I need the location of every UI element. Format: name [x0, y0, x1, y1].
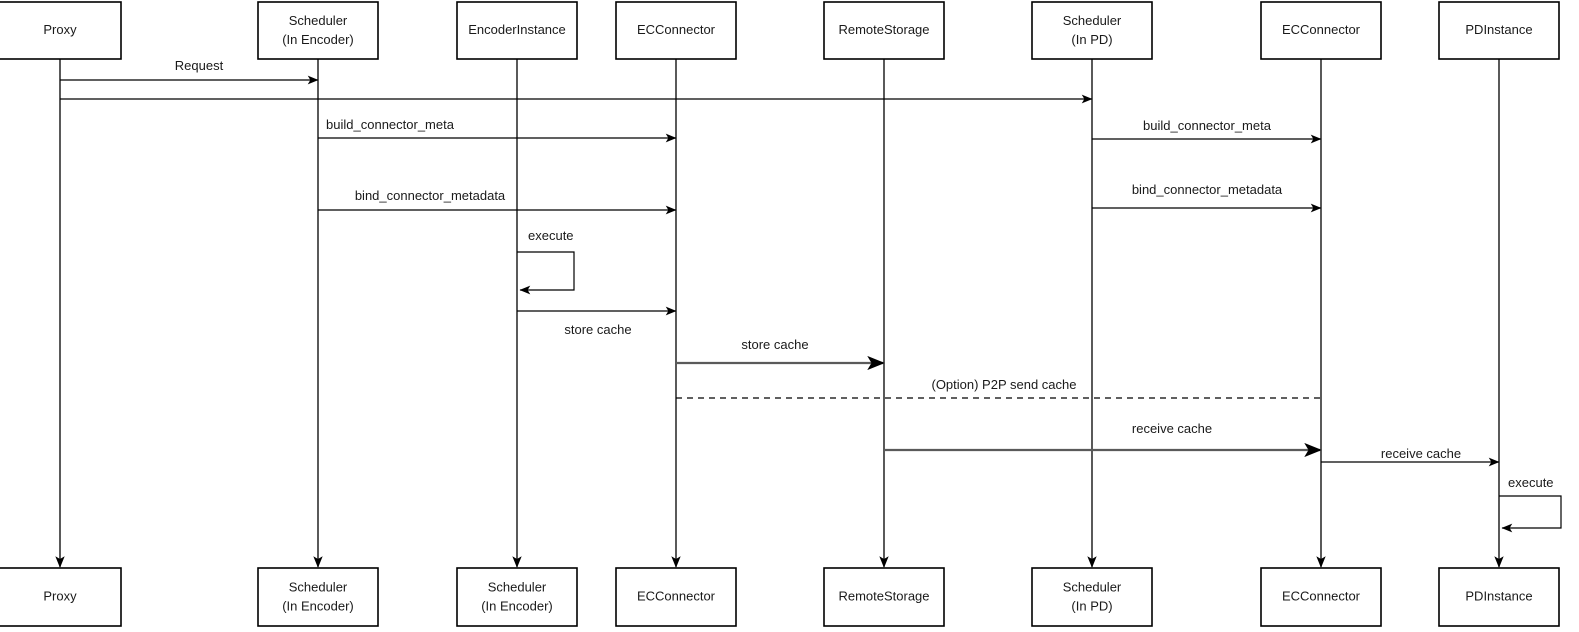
participant-top-box	[1260, 1, 1382, 60]
message-m1[interactable]: Request	[60, 58, 319, 85]
message-label: Request	[175, 58, 224, 73]
participant-bottom-box	[615, 567, 737, 627]
participant-bottom-scheduler-encoder[interactable]: Scheduler (In Encoder)	[257, 567, 379, 627]
participant-top-proxy[interactable]: Proxy	[0, 1, 122, 60]
self-call-label: execute	[1508, 475, 1554, 490]
self-call-sc1[interactable]: execute	[517, 228, 575, 295]
self-call-sc2[interactable]: execute	[1499, 475, 1562, 533]
participant-top-box	[615, 1, 737, 60]
participant-bottom-remote-storage[interactable]: RemoteStorage	[823, 567, 945, 627]
message-label: bind_connector_metadata	[355, 188, 506, 203]
message-m5[interactable]: bind_connector_metadata	[318, 188, 677, 215]
top-participant-boxes: Proxy Scheduler (In Encoder) EncoderInstanc…	[0, 1, 1560, 60]
participant-top-box	[0, 1, 122, 60]
participant-top-box	[823, 1, 945, 60]
participant-label-secondary: (In PD)	[1071, 32, 1112, 47]
participant-top-remote-storage[interactable]: RemoteStorage	[823, 1, 945, 60]
participant-top-scheduler-encoder[interactable]: Scheduler (In Encoder)	[257, 1, 379, 60]
participant-bottom-proxy[interactable]: Proxy	[0, 567, 122, 627]
participant-label-secondary: (In Encoder)	[481, 598, 553, 613]
participant-bottom-pd-instance[interactable]: PDInstance	[1438, 567, 1560, 627]
participant-top-box	[257, 1, 379, 60]
message-label: receive cache	[1381, 446, 1461, 461]
participant-label-primary: ECConnector	[637, 588, 716, 603]
self-call-loop	[517, 251, 575, 295]
message-label: (Option) P2P send cache	[931, 377, 1076, 392]
message-label: bind_connector_metadata	[1132, 182, 1283, 197]
participant-bottom-scheduler-pd[interactable]: Scheduler (In PD)	[1031, 567, 1153, 627]
message-m4[interactable]: build_connector_meta	[1092, 118, 1322, 144]
participant-label-primary: EncoderInstance	[468, 22, 566, 37]
participant-bottom-box	[1438, 567, 1560, 627]
participant-label-secondary: (In Encoder)	[282, 32, 354, 47]
participant-label-primary: Scheduler	[289, 13, 348, 28]
message-label: receive cache	[1132, 421, 1212, 436]
participant-bottom-box	[1031, 567, 1153, 627]
message-label: build_connector_meta	[326, 117, 455, 132]
participant-top-encoder-instance[interactable]: EncoderInstance	[456, 1, 578, 60]
participant-label-primary: Scheduler	[1063, 13, 1122, 28]
participant-label-primary: RemoteStorage	[838, 22, 929, 37]
participant-label-primary: Proxy	[43, 22, 77, 37]
participant-bottom-box	[257, 567, 379, 627]
participant-bottom-ec-connector-left[interactable]: ECConnector	[615, 567, 737, 627]
participant-top-box	[456, 1, 578, 60]
participant-label-primary: Scheduler	[1063, 579, 1122, 594]
participant-bottom-box	[1260, 567, 1382, 627]
participant-label-primary: ECConnector	[1282, 22, 1361, 37]
participant-label-primary: ECConnector	[1282, 588, 1361, 603]
self-call-label: execute	[528, 228, 574, 243]
message-m9[interactable]: (Option) P2P send cache	[676, 377, 1321, 399]
participant-bottom-box	[0, 567, 122, 627]
messages-layer: Request build_connector_meta build_connect…	[60, 58, 1500, 467]
message-label: store cache	[564, 322, 631, 337]
participant-label-secondary: (In PD)	[1071, 598, 1112, 613]
message-m7[interactable]: store cache	[517, 306, 677, 337]
message-label: store cache	[741, 337, 808, 352]
message-m10[interactable]: receive cache	[884, 421, 1322, 458]
message-m3[interactable]: build_connector_meta	[318, 117, 677, 143]
participant-label-primary: Scheduler	[289, 579, 348, 594]
message-m6[interactable]: bind_connector_metadata	[1092, 182, 1322, 213]
participant-label-secondary: (In Encoder)	[282, 598, 354, 613]
participant-top-scheduler-pd[interactable]: Scheduler (In PD)	[1031, 1, 1153, 60]
participant-label-primary: PDInstance	[1465, 22, 1532, 37]
message-label: build_connector_meta	[1143, 118, 1272, 133]
participant-top-pd-instance[interactable]: PDInstance	[1438, 1, 1560, 60]
participant-top-ec-connector-left[interactable]: ECConnector	[615, 1, 737, 60]
participant-bottom-scheduler-encoder-2[interactable]: Scheduler (In Encoder)	[456, 567, 578, 627]
participant-label-primary: Proxy	[43, 588, 77, 603]
participant-top-box	[1031, 1, 1153, 60]
participant-top-ec-connector-right[interactable]: ECConnector	[1260, 1, 1382, 60]
self-calls-layer: execute execute	[517, 228, 1562, 533]
message-m8[interactable]: store cache	[676, 337, 885, 371]
participant-bottom-ec-connector-right[interactable]: ECConnector	[1260, 567, 1382, 627]
bottom-participant-boxes: Proxy Scheduler (In Encoder) Scheduler (In E…	[0, 567, 1560, 627]
participant-label-primary: PDInstance	[1465, 588, 1532, 603]
participant-label-primary: RemoteStorage	[838, 588, 929, 603]
participant-bottom-box	[456, 567, 578, 627]
participant-bottom-box	[823, 567, 945, 627]
self-call-loop	[1499, 495, 1562, 533]
participant-top-box	[1438, 1, 1560, 60]
participant-label-primary: Scheduler	[488, 579, 547, 594]
lifelines-layer	[55, 59, 1504, 568]
message-m11[interactable]: receive cache	[1321, 446, 1500, 467]
participant-label-primary: ECConnector	[637, 22, 716, 37]
